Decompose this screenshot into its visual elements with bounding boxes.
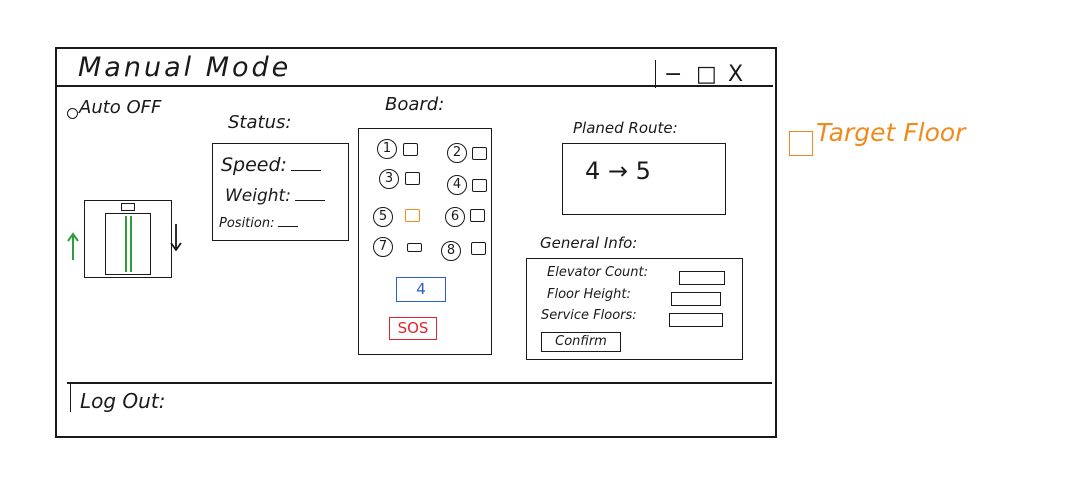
weight-row: Weight: bbox=[225, 186, 325, 206]
auto-toggle-label[interactable]: Auto OFF bbox=[79, 97, 162, 118]
floor-button-1-lamp bbox=[403, 143, 418, 156]
weight-label: Weight: bbox=[225, 186, 291, 206]
status-panel: Speed: Weight: Position: bbox=[212, 143, 349, 241]
floor-indicator-icon bbox=[121, 203, 135, 211]
planned-route-panel: 4 → 5 bbox=[562, 143, 726, 215]
footer-divider bbox=[67, 382, 772, 384]
floor-height-field[interactable] bbox=[671, 292, 721, 306]
main-window bbox=[55, 47, 777, 438]
floor-button-4-lamp bbox=[472, 179, 487, 192]
door-gap-icon bbox=[125, 216, 127, 272]
planned-route-title: Planed Route: bbox=[573, 119, 678, 137]
floor-button-7-lamp bbox=[407, 243, 422, 252]
titlebar-divider bbox=[55, 85, 773, 87]
position-row: Position: bbox=[219, 216, 299, 231]
close-button[interactable]: X bbox=[728, 62, 744, 87]
up-arrow-icon[interactable] bbox=[66, 232, 80, 262]
elevator-count-label: Elevator Count: bbox=[547, 265, 648, 280]
target-floor-legend-label: Target Floor bbox=[816, 118, 966, 147]
floor-button-6[interactable]: 6 bbox=[445, 207, 465, 227]
door-gap-icon bbox=[130, 216, 132, 272]
floor-button-8-lamp bbox=[471, 242, 486, 255]
speed-value-blank bbox=[290, 170, 321, 171]
status-title: Status: bbox=[228, 112, 292, 133]
floor-button-2-lamp bbox=[472, 147, 487, 160]
sos-button[interactable]: SOS bbox=[389, 317, 437, 340]
weight-value-blank bbox=[294, 200, 325, 201]
floor-button-5[interactable]: 5 bbox=[373, 207, 393, 227]
target-floor-legend-icon bbox=[789, 131, 813, 156]
board-panel: 1 2 3 4 5 6 7 8 4 SOS bbox=[358, 128, 492, 355]
floor-button-8[interactable]: 8 bbox=[441, 241, 461, 261]
elevator-icon bbox=[84, 200, 172, 278]
maximize-button[interactable]: □ bbox=[696, 62, 717, 87]
board-title: Board: bbox=[385, 94, 445, 115]
minimize-button[interactable]: − bbox=[664, 62, 683, 87]
floor-button-3-lamp bbox=[405, 172, 420, 185]
window-controls-divider bbox=[655, 60, 656, 88]
auto-toggle-radio[interactable] bbox=[67, 108, 78, 119]
floor-button-2[interactable]: 2 bbox=[447, 143, 467, 163]
planned-route-value: 4 → 5 bbox=[585, 157, 651, 185]
floor-button-6-lamp bbox=[470, 209, 485, 222]
confirm-button[interactable]: Confirm bbox=[541, 332, 621, 352]
floor-button-3[interactable]: 3 bbox=[379, 169, 399, 189]
floor-button-1[interactable]: 1 bbox=[377, 139, 397, 159]
window-title: Manual Mode bbox=[78, 52, 292, 83]
general-info-panel: Elevator Count: Floor Height: Service Fl… bbox=[526, 258, 743, 360]
position-value-blank bbox=[278, 226, 299, 227]
speed-row: Speed: bbox=[221, 154, 321, 176]
target-floor-lamp bbox=[405, 209, 420, 222]
floor-button-7[interactable]: 7 bbox=[373, 237, 393, 257]
elevator-doors-icon bbox=[105, 213, 151, 275]
footer-edge bbox=[70, 382, 71, 412]
logout-button[interactable]: Log Out: bbox=[80, 389, 166, 413]
elevator-count-field[interactable] bbox=[679, 271, 725, 285]
floor-height-label: Floor Height: bbox=[547, 287, 631, 302]
service-floors-field[interactable] bbox=[669, 313, 723, 327]
service-floors-label: Service Floors: bbox=[541, 308, 637, 323]
general-info-title: General Info: bbox=[540, 234, 638, 252]
position-label: Position: bbox=[219, 216, 275, 231]
speed-label: Speed: bbox=[221, 154, 287, 176]
down-arrow-icon[interactable] bbox=[169, 222, 183, 252]
floor-button-4[interactable]: 4 bbox=[447, 175, 467, 195]
current-floor-display: 4 bbox=[396, 277, 446, 302]
